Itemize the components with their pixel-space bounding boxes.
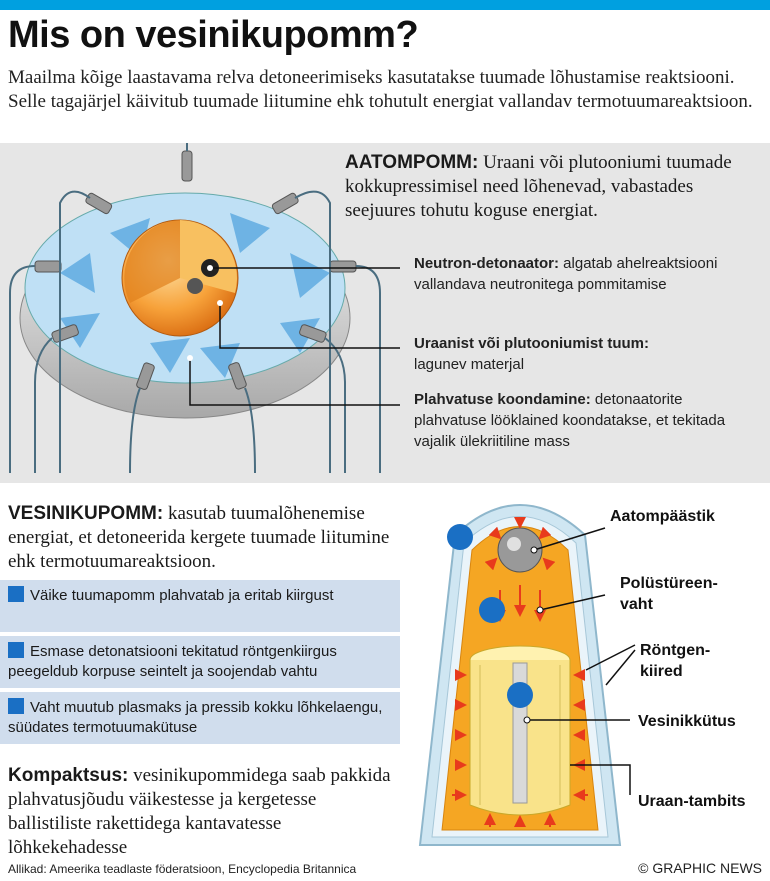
hydrogen-bomb-illustration [418, 504, 636, 846]
compactness-label: Kompaktsus: [8, 765, 129, 786]
hbomb-heading: VESINIKUPOMM: kasutab tuumalõhenemise en… [8, 502, 398, 574]
hbomb-heading-label: VESINIKUPOMM: [8, 503, 164, 524]
label-hydrogen-fuel: Vesinikkütus [638, 713, 736, 730]
step-marker-icon [8, 586, 24, 602]
label-implosion: Plahvatuse koondamine: detonaatorite pla… [414, 389, 759, 452]
atom-heading-text: Uraani või plutooniumi tuumade kokkupres… [345, 152, 732, 221]
step-marker-icon [8, 698, 24, 714]
hbomb-heading-text: kasutab tuumalõhenemise energiat, et det… [8, 503, 390, 572]
label-polystyrene-foam: Polüstüreen-vaht [620, 575, 718, 613]
step-text: Esmase detonatsiooni tekitatud röntgenki… [8, 643, 337, 680]
atom-bomb-heading: AATOMPOMM: Uraani või plutooniumi tuumad… [345, 151, 755, 223]
compactness-text: Kompaktsus: vesinikupommidega saab pakki… [8, 764, 398, 860]
step-item: Vaht muutub plasmaks ja pressib kokku lõ… [0, 692, 400, 744]
label-core-text: lagunev materjal [414, 356, 525, 373]
source-note: Allikad: Ameerika teadlaste föderatsioon… [8, 862, 357, 876]
label-neutron-name: Neutron-detonaator: [414, 255, 559, 272]
label-implosion-text: detonaatorite plahvatuse lööklained koon… [414, 391, 726, 450]
compactness-body: vesinikupommidega saab pakkida plahvatus… [8, 765, 391, 858]
label-uranium-tamper: Uraan-tambits [638, 793, 746, 810]
step-text: Vaht muutub plasmaks ja pressib kokku lõ… [8, 699, 383, 736]
label-x-rays: Röntgen-kiired [640, 642, 711, 680]
step-item: Esmase detonatsiooni tekitatud röntgenki… [0, 636, 400, 688]
top-accent-bar [0, 0, 770, 10]
step-item: Väike tuumapomm plahvatab ja eritab kiir… [0, 580, 400, 632]
intro-text: Maailma kõige laastavama relva detoneeri… [8, 67, 753, 112]
label-neutron-text: algatab ahelreaktsiooni vallandava neutr… [414, 255, 718, 293]
step-text: Väike tuumapomm plahvatab ja eritab kiir… [30, 587, 334, 604]
atom-bomb-illustration [9, 143, 400, 474]
atom-heading-label: AATOMPOMM: [345, 152, 479, 173]
label-atomic-trigger: Aatompäästik [610, 508, 715, 525]
credit: © GRAPHIC NEWS [638, 860, 762, 876]
step-marker-icon [8, 642, 24, 658]
page-title: Mis on vesinikupomm? [8, 14, 419, 56]
label-core-name: Uraanist või plutooniumist tuum: [414, 335, 649, 352]
label-neutron-detonator: Neutron-detonaator: algatab ahelreaktsio… [414, 253, 754, 295]
label-core: Uraanist või plutooniumist tuum: lagunev… [414, 333, 754, 375]
label-implosion-name: Plahvatuse koondamine: [414, 391, 591, 408]
